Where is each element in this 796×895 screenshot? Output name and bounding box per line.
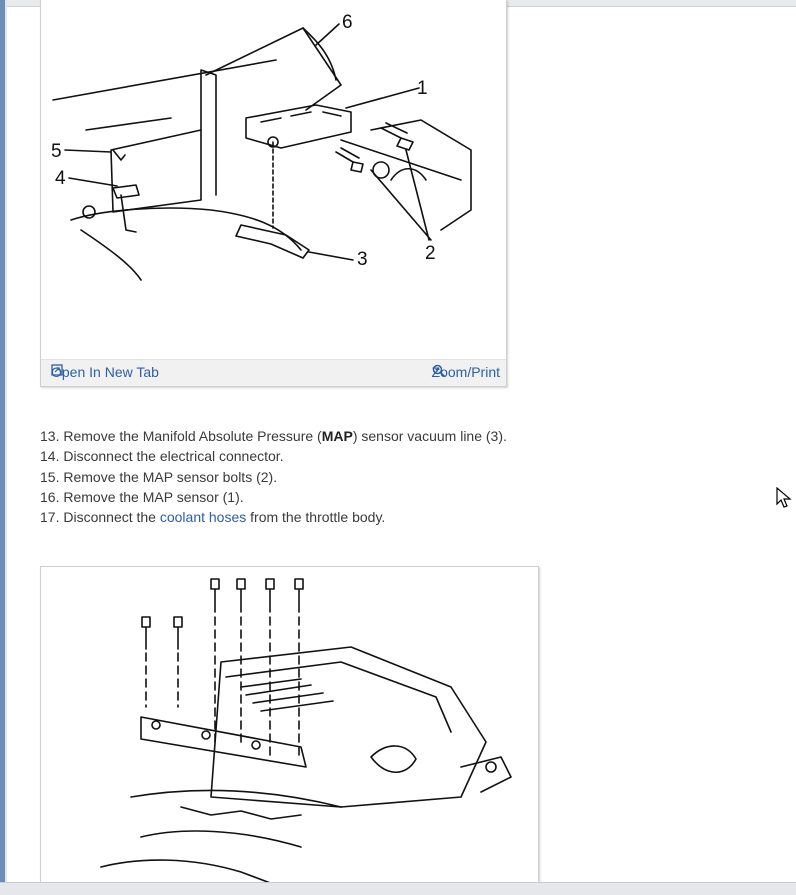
step-number: 14. <box>40 448 60 465</box>
open-new-tab-icon <box>51 364 63 376</box>
callout-1: 1 <box>417 78 428 99</box>
step-text: Disconnect the electrical connector. <box>63 448 284 465</box>
step-text: Disconnect the <box>63 509 160 526</box>
figure-intake-manifold-diagram <box>40 566 539 895</box>
callout-2: 2 <box>425 243 436 264</box>
step-number: 16. <box>40 488 60 505</box>
step-text: Remove the MAP sensor (1). <box>63 488 244 505</box>
step-text-end: from the throttle body. <box>246 509 386 526</box>
step-text: Remove the MAP sensor bolts (2). <box>63 468 278 485</box>
zoom-print-label: Zoom/Print <box>431 364 500 380</box>
step-14: 14. Disconnect the electrical connector. <box>40 446 507 466</box>
window-left-border-inner <box>5 0 7 894</box>
step-13: 13. Remove the Manifold Absolute Pressur… <box>40 426 507 446</box>
step-number: 17. <box>40 509 60 526</box>
callout-5: 5 <box>51 141 62 162</box>
step-bold-term: MAP <box>321 428 353 444</box>
open-in-new-tab-link[interactable]: Open In New Tab <box>51 364 159 380</box>
callout-labels: 6 1 5 4 2 3 <box>51 12 436 270</box>
window-left-border <box>0 0 5 894</box>
figure-map-sensor-diagram: 6 1 5 4 2 3 Open In New Tab Zoom/Print <box>40 0 507 387</box>
window-bottom-edge <box>0 882 796 895</box>
zoom-print-link[interactable]: Zoom/Print <box>432 364 500 380</box>
bolt-icon-group <box>141 578 304 758</box>
step-15: 15. Remove the MAP sensor bolts (2). <box>40 467 507 487</box>
step-text-end: ) sensor vacuum line (3). <box>352 428 507 444</box>
map-sensor-diagram <box>52 23 472 281</box>
callout-6: 6 <box>342 12 353 33</box>
procedure-steps: 13. Remove the Manifold Absolute Pressur… <box>40 426 507 527</box>
magnifier-zoom-icon <box>432 364 445 378</box>
intake-manifold-diagram <box>100 578 512 888</box>
open-in-new-tab-label: Open In New Tab <box>51 364 159 380</box>
step-text: Remove the Manifold Absolute Pressure ( <box>63 428 322 444</box>
step-number: 15. <box>40 468 60 485</box>
step-17: 17. Disconnect the coolant hoses from th… <box>40 507 507 527</box>
callout-4: 4 <box>55 168 66 189</box>
coolant-hoses-link[interactable]: coolant hoses <box>159 509 247 526</box>
figure-toolbar: Open In New Tab Zoom/Print <box>41 359 506 386</box>
callout-3: 3 <box>357 249 368 270</box>
step-number: 13. <box>40 428 60 444</box>
mouse-cursor-icon <box>776 487 792 508</box>
step-16: 16. Remove the MAP sensor (1). <box>40 487 507 507</box>
